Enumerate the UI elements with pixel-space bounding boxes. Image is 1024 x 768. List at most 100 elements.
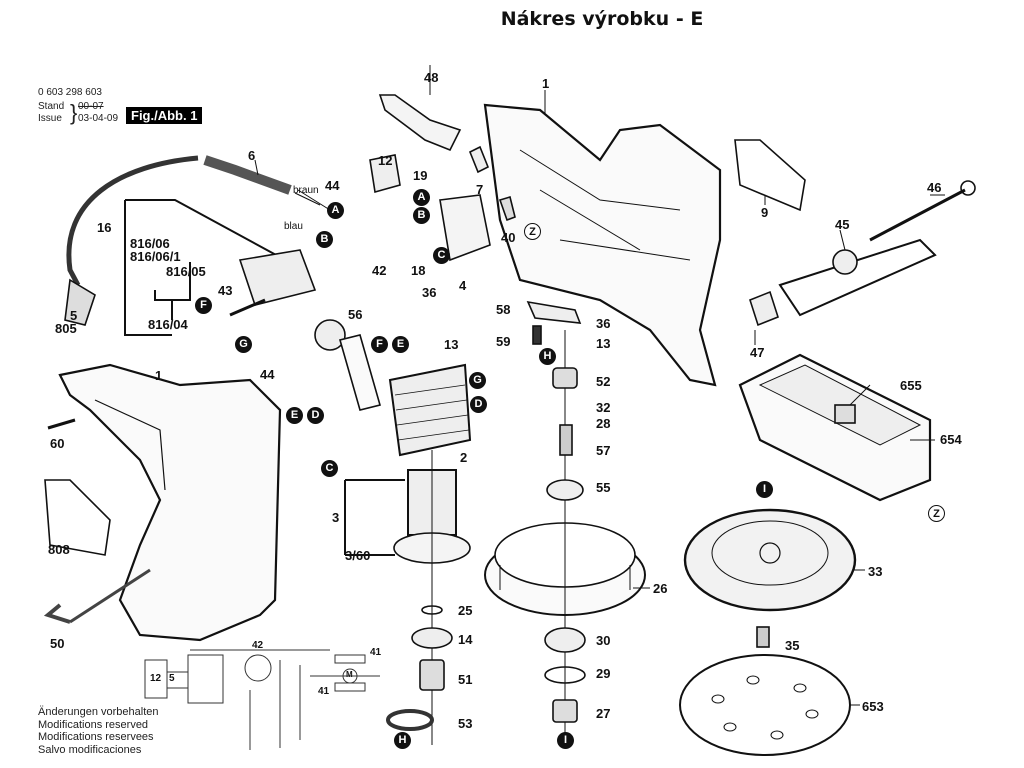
connector-badge-g-stator: G [469,372,486,389]
part-label-33: 33 [868,564,883,579]
stand-value: 00-07 [78,101,104,112]
screw-60 [47,418,76,430]
motor-symbol: M [346,670,353,679]
part-label-35: 35 [785,638,800,653]
allen-key-50 [43,603,71,624]
circuit-label-5: 5 [169,673,175,684]
part-label-29: 29 [596,666,611,681]
part-label-30: 30 [596,633,611,648]
part-label-44-lower: 44 [260,367,275,382]
part-label-9: 9 [761,205,769,220]
part-label-48: 48 [424,70,439,85]
part-label-50: 50 [50,636,65,651]
connector-badge-b-switch: B [413,207,430,224]
sanding-pad-33 [683,508,857,612]
stand-label: Stand [38,101,65,112]
sander-housing-1 [58,363,282,642]
part-label-51: 51 [458,672,473,687]
part-label-32: 32 [596,400,611,415]
part-label-28: 28 [596,416,611,431]
part-number: 0 603 298 603 [38,87,102,98]
part-label-19: 19 [413,168,428,183]
note-line: Änderungen vorbehalten [38,706,159,718]
note-line: Salvo modificaciones [38,743,142,756]
connector-badge-g: G [235,336,252,353]
part-label-44: 44 [325,178,340,193]
part-label-1-lower: 1 [155,368,163,383]
part-40 [498,195,516,222]
part-label-59: 59 [496,334,511,349]
part-label-25: 25 [458,603,473,618]
part-label-805: 805 [55,321,77,336]
part-label-18: 18 [411,263,426,278]
housing-half-1 [483,103,722,387]
plug [64,278,96,326]
part-label-53: 53 [458,716,473,731]
note-line: Modifications reservees [38,731,154,743]
part-label-808: 808 [48,542,70,557]
bolt-46 [869,188,966,242]
part-label-45: 45 [835,217,850,232]
connector-badge-a: A [327,202,344,219]
part-label-14: 14 [458,632,473,647]
part-label-16: 16 [97,220,112,235]
part-label-12: 12 [378,153,393,168]
part-label-27: 27 [596,706,611,721]
connector-badge-c-board: C [321,460,338,477]
part-7 [468,145,490,174]
connector-badge-e-stator: E [392,336,409,353]
issue-value: 03-04-09 [78,113,119,124]
connector-badge-h-bottom: H [394,732,411,749]
note-line: Modifications reserved [38,718,149,731]
part-9 [734,139,806,212]
part-label-55: 55 [596,480,611,495]
cord-sleeve [203,155,292,195]
connector-badge-i-pad: I [756,481,773,498]
part-label-36-left: 36 [422,285,437,300]
part-label-58: 58 [496,302,511,317]
part-label-816-05: 816/05 [166,264,206,279]
part-label-655: 655 [900,378,922,393]
connector-badge-z-housing: Z [524,223,541,240]
part-label-3-60: 3/60 [345,548,371,563]
connector-badge-d-stator: D [470,396,487,413]
page-title: Nákres výrobku - E [500,8,704,30]
part-label-57: 57 [596,443,611,458]
circuit-label-41-top: 41 [370,647,382,658]
part-label-47: 47 [750,345,765,360]
belt-53 [386,709,434,731]
circuit-label-12: 12 [150,673,162,684]
switch-4 [439,194,491,262]
part-label-42: 42 [372,263,387,278]
part-12 [369,154,401,194]
part-label-26: 26 [653,581,668,596]
part-808 [44,479,111,556]
gear-56 [314,319,346,351]
handle-45 [778,238,937,317]
switch-body [238,249,317,306]
part-label-46: 46 [927,180,942,195]
filter-655 [834,404,856,424]
part-label-56: 56 [348,307,363,322]
part-label-4: 4 [459,278,467,293]
part-label-52: 52 [596,374,611,389]
part-label-7: 7 [476,182,484,197]
connector-badge-d-board: D [307,407,324,424]
wire-label-blau: blau [284,221,303,232]
connector-badge-h-top: H [539,348,556,365]
issue-label: Issue [38,113,62,124]
part-label-816-06: 816/06 [130,236,170,251]
connector-badge-a-switch: A [413,189,430,206]
brace: } [70,100,78,125]
connector-badge-f-stator: F [371,336,388,353]
spring-59 [532,325,542,345]
part-label-654: 654 [940,432,962,447]
part-label-43: 43 [218,283,233,298]
part-label-653: 653 [862,699,884,714]
circuit-label-42: 42 [252,640,264,651]
connector-badge-b: B [316,231,333,248]
screw-35 [756,626,770,648]
figure-label: Fig./Abb. 1 [126,107,203,124]
wiring-diagram [144,649,380,750]
